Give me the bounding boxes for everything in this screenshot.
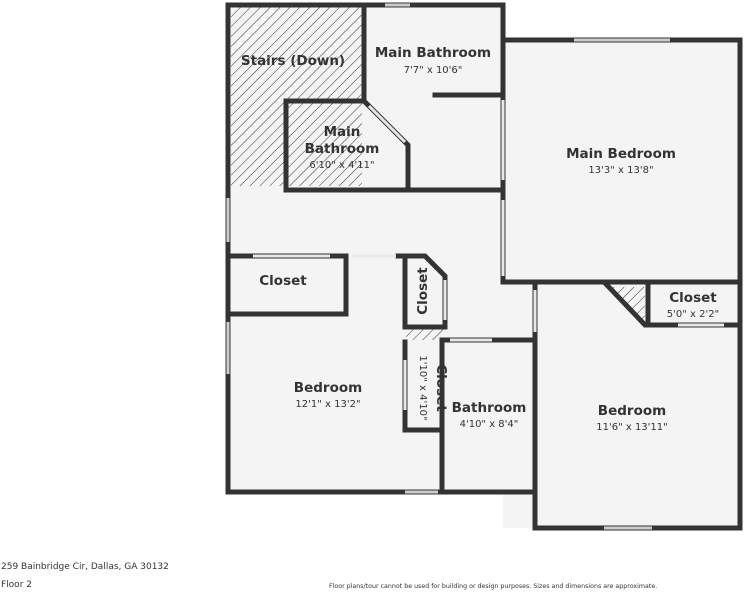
floor-label: Floor 2: [1, 580, 32, 590]
windows: [226, 3, 670, 530]
bedroom-left-name: Bedroom: [294, 380, 362, 396]
main-bedroom-name: Main Bedroom: [566, 146, 676, 162]
bathroom-dims: 4'10" x 8'4": [460, 419, 519, 430]
disclaimer-text: Floor plans/tour cannot be used for buil…: [329, 583, 658, 590]
bedroom-right-name: Bedroom: [598, 403, 666, 419]
main-bedroom-dims: 13'3" x 13'8": [588, 165, 653, 176]
closet-right-dims: 5'0" x 2'2": [667, 309, 719, 320]
bedroom-right-dims: 11'6" x 13'11": [596, 422, 668, 433]
main-bathroom-top-name: Main Bathroom: [375, 45, 491, 61]
bedroom-left-dims: 12'1" x 13'2": [295, 399, 360, 410]
door-openings: [253, 100, 724, 410]
closet-narrow-name: Closet: [415, 267, 431, 315]
closet-small-hatch: [406, 327, 444, 340]
main-bathroom-inner-name-line2: Bathroom: [305, 141, 380, 157]
main-bathroom-inner-name-line1: Main: [324, 124, 361, 140]
bathroom-name: Bathroom: [452, 400, 527, 416]
address-text: 259 Bainbridge Cir, Dallas, GA 30132: [1, 562, 169, 572]
closet-small-dims: 1'10" x 4'10": [417, 355, 428, 420]
closet-right-name: Closet: [669, 290, 717, 306]
closet-left-name: Closet: [259, 273, 307, 289]
stairs-hatch: [231, 7, 362, 186]
closet-small-name: Closet: [433, 364, 449, 412]
main-bathroom-top-dims: 7'7" x 10'6": [404, 65, 463, 76]
main-bathroom-inner-dims: 6'10" x 4'11": [309, 160, 374, 171]
stairs-label: Stairs (Down): [241, 53, 345, 69]
